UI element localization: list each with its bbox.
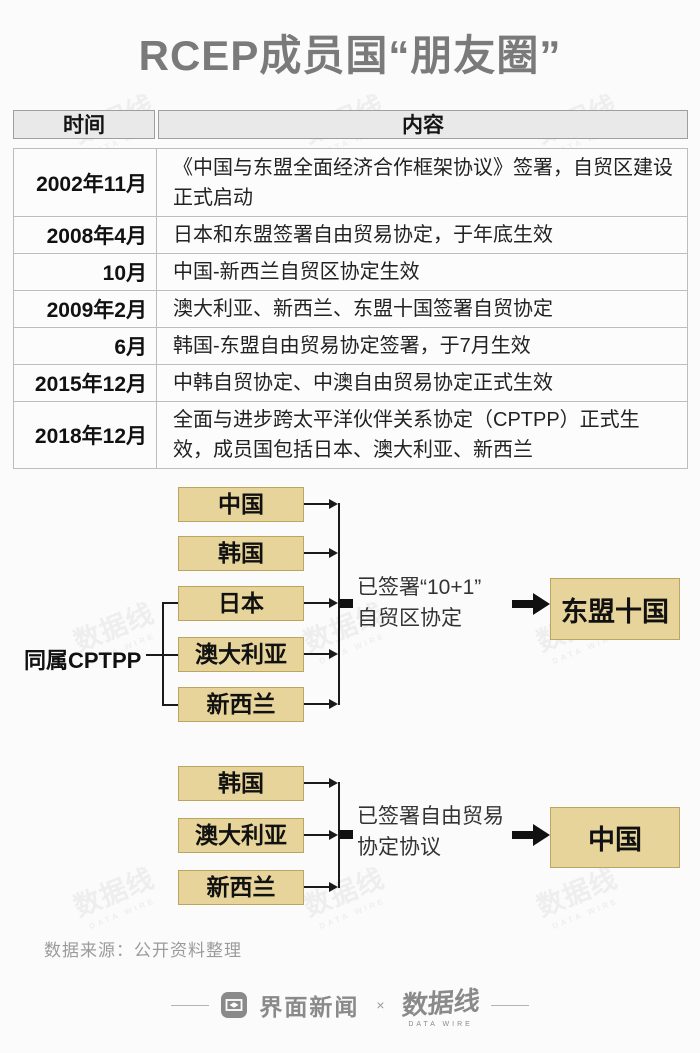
time-cell: 2015年12月: [13, 364, 157, 402]
arrowhead-icon: [329, 598, 338, 608]
arrowhead-icon: [329, 778, 338, 788]
cptpp-bracket-label: 同属CPTPP: [24, 648, 142, 673]
table-row: 6月 韩国-东盟自由贸易协定签署，于7月生效: [13, 327, 688, 365]
cross-separator: ×: [376, 997, 385, 1013]
country-box-korea2: 韩国: [178, 766, 304, 801]
bracket-line: [162, 602, 178, 604]
country-box-japan: 日本: [178, 586, 304, 621]
arrowhead-icon: [329, 548, 338, 558]
time-cell: 2009年2月: [13, 290, 157, 328]
data-source-note: 数据来源：公开资料整理: [44, 941, 242, 960]
footer-logo-row: 界面新闻 × 数据线 DATA WIRE: [0, 983, 700, 1028]
connector-line: [304, 834, 330, 836]
target-box-asean: 东盟十国: [550, 578, 680, 640]
connector-line: [304, 653, 330, 655]
divider-line: [171, 1004, 210, 1006]
datawire-logo-subtext: DATA WIRE: [408, 1020, 473, 1028]
junction-tick: [339, 830, 353, 839]
arrowhead-icon: [329, 699, 338, 709]
connector-line: [304, 552, 330, 554]
target-box-china: 中国: [550, 807, 680, 868]
bracket-line: [162, 704, 178, 706]
edge-label-line1: 已签署自由贸易: [357, 805, 504, 828]
table-row: 2008年4月 日本和东盟签署自由贸易协定，于年底生效: [13, 216, 688, 254]
table-row: 10月 中国-新西兰自贸区协定生效: [13, 253, 688, 291]
table-header-time: 时间: [13, 110, 155, 139]
timeline-table: 2002年11月 《中国与东盟全面经济合作框架协议》签署，自贸区建设正式启动 2…: [13, 148, 688, 469]
edge-label-line2: 协定协议: [357, 836, 441, 859]
content-cell: 《中国与东盟全面经济合作框架协议》签署，自贸区建设正式启动: [156, 148, 688, 217]
connector-line: [304, 886, 330, 888]
content-cell: 全面与进步跨太平洋伙伴关系协定（CPTPP）正式生效，成员国包括日本、澳大利亚、…: [156, 401, 688, 469]
country-box-newzealand: 新西兰: [178, 687, 304, 722]
time-cell: 6月: [13, 327, 157, 365]
datawire-logo-text: 数据线: [400, 984, 481, 1021]
time-cell: 10月: [13, 253, 157, 291]
big-arrow-shaft: [512, 831, 534, 839]
junction-tick: [339, 599, 353, 608]
table-row: 2002年11月 《中国与东盟全面经济合作框架协议》签署，自贸区建设正式启动: [13, 148, 688, 217]
connector-line: [304, 703, 330, 705]
arrowhead-icon: [329, 882, 338, 892]
jiemian-logo-text: 界面新闻: [259, 994, 360, 1020]
page-title: RCEP成员国“朋友圈”: [138, 32, 562, 79]
time-cell: 2008年4月: [13, 216, 157, 254]
connector-line: [304, 602, 330, 604]
bracket-line: [162, 602, 164, 706]
big-arrow-icon: [533, 593, 550, 615]
arrowhead-icon: [329, 499, 338, 509]
edge-label-line1: 已签署“10+1”: [357, 576, 482, 599]
edge-label-d2: 已签署自由贸易 协定协议: [357, 801, 504, 863]
datawire-logo: 数据线 DATA WIRE: [400, 983, 481, 1028]
content-cell: 中韩自贸协定、中澳自由贸易协定正式生效: [156, 364, 688, 402]
country-box-korea: 韩国: [178, 536, 304, 571]
arrowhead-icon: [329, 830, 338, 840]
big-arrow-shaft: [512, 600, 534, 608]
table-row: 2018年12月 全面与进步跨太平洋伙伴关系协定（CPTPP）正式生效，成员国包…: [13, 401, 688, 469]
country-box-australia: 澳大利亚: [178, 637, 304, 672]
country-box-newzealand2: 新西兰: [178, 870, 304, 905]
country-box-china: 中国: [178, 487, 304, 522]
country-box-australia2: 澳大利亚: [178, 818, 304, 853]
content-cell: 韩国-东盟自由贸易协定签署，于7月生效: [156, 327, 688, 365]
arrowhead-icon: [329, 649, 338, 659]
table-row: 2009年2月 澳大利亚、新西兰、东盟十国签署自贸协定: [13, 290, 688, 328]
big-arrow-icon: [533, 824, 550, 846]
connector-line: [304, 782, 330, 784]
edge-label-d1: 已签署“10+1” 自贸区协定: [357, 572, 481, 634]
time-cell: 2018年12月: [13, 401, 157, 469]
content-cell: 中国-新西兰自贸区协定生效: [156, 253, 688, 291]
divider-line: [490, 1004, 529, 1006]
jiemian-logo-icon: [221, 992, 248, 1018]
table-header-content: 内容: [158, 110, 688, 139]
content-cell: 澳大利亚、新西兰、东盟十国签署自贸协定: [156, 290, 688, 328]
content-cell: 日本和东盟签署自由贸易协定，于年底生效: [156, 216, 688, 254]
connector-line: [304, 503, 330, 505]
edge-label-line2: 自贸区协定: [357, 607, 462, 630]
time-cell: 2002年11月: [13, 148, 157, 217]
table-row: 2015年12月 中韩自贸协定、中澳自由贸易协定正式生效: [13, 364, 688, 402]
